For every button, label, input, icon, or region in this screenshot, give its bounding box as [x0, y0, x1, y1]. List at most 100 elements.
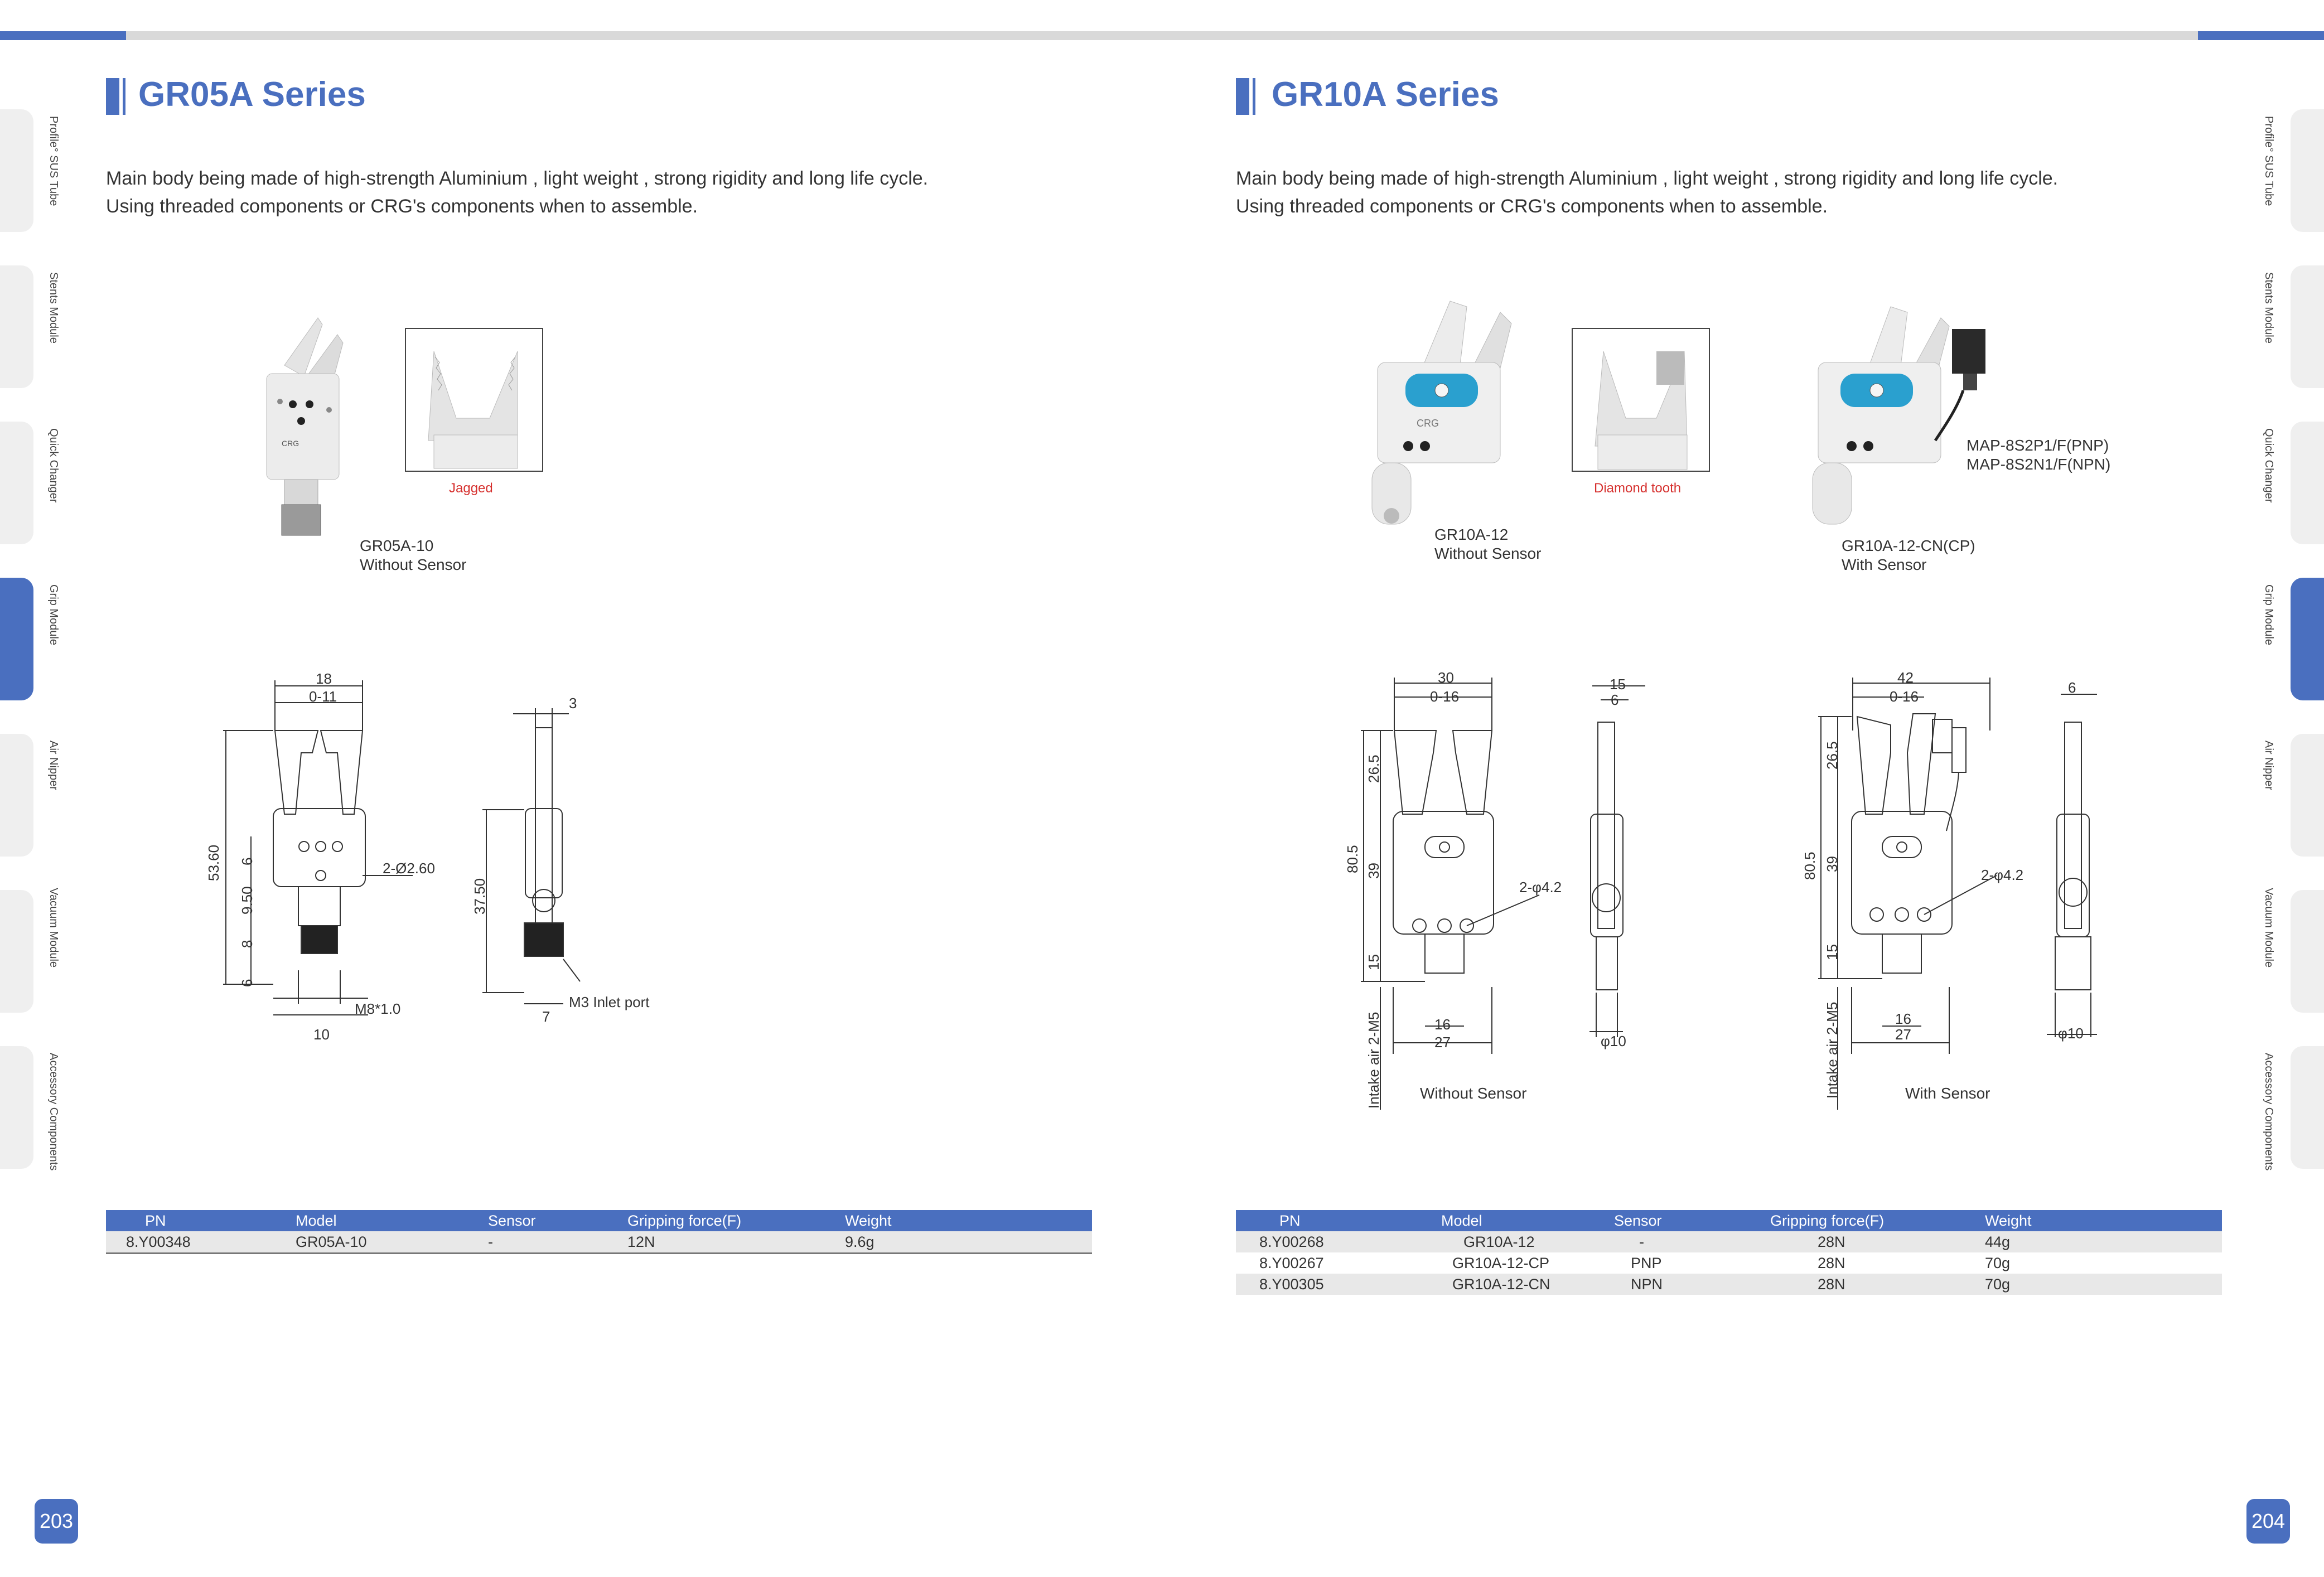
side-tab-vacuum-module[interactable]	[0, 890, 33, 1013]
dim-label: Intake air 2-M5	[1365, 1012, 1382, 1109]
diamond-tooth-inset-photo	[1572, 328, 1710, 472]
svg-text:CRG: CRG	[1417, 418, 1439, 429]
side-tab-sus-tube[interactable]	[2291, 109, 2324, 232]
table-row: 8.Y00305 GR10A-12-CN NPN 28N 70g	[1236, 1274, 2222, 1295]
top-divider	[0, 31, 2324, 40]
sensor-label: MAP-8S2P1/F(PNP)	[1967, 437, 2109, 454]
page-title: GR05A Series	[138, 75, 366, 114]
dim-label: 8	[239, 940, 255, 948]
side-tab-label: Grip Module	[2263, 584, 2275, 645]
dim-label: 39	[1824, 856, 1840, 872]
inset-label: Diamond tooth	[1594, 481, 1682, 496]
dim-label: 30	[1438, 669, 1454, 686]
dim-label: 9.50	[239, 886, 255, 915]
side-tab-quick-changer[interactable]	[2291, 422, 2324, 544]
product-caption: Without Sensor	[360, 556, 467, 573]
dim-label: φ10	[2058, 1025, 2084, 1042]
description-line: Using threaded components or CRG's compo…	[1236, 196, 1828, 217]
table-row: 8.Y00267 GR10A-12-CP PNP 28N 70g	[1236, 1252, 2222, 1274]
product-caption: With Sensor	[1842, 556, 1927, 573]
title-marker	[123, 78, 125, 115]
gr05a-technical-drawing	[223, 680, 581, 1015]
table-row: 8.Y00268 GR10A-12 - 28N 44g	[1236, 1231, 2222, 1252]
dim-label: Intake air 2-M5	[1824, 1002, 1840, 1099]
title-marker	[1253, 78, 1255, 115]
side-tab-label: Vacuum Module	[47, 888, 60, 968]
side-tab-label: Accessory Components	[2263, 1053, 2275, 1171]
drawing-caption: Without Sensor	[1420, 1085, 1527, 1102]
side-tab-stents-module[interactable]	[2291, 265, 2324, 388]
dim-label: 3	[569, 695, 577, 712]
side-tab-label: Vacuum Module	[2263, 888, 2275, 968]
col-header: PN	[1236, 1210, 1441, 1231]
table-cell: 9.6g	[845, 1231, 1092, 1254]
col-header: Weight	[845, 1210, 1092, 1231]
dim-label: 27	[1895, 1026, 1911, 1043]
side-tab-grip-module[interactable]	[0, 578, 33, 700]
dim-label: 2-φ4.2	[1519, 879, 1562, 896]
dim-label: 26.5	[1824, 741, 1840, 770]
gr10a-sensor-product-photo	[1812, 306, 1985, 525]
product-caption: GR10A-12-CN(CP)	[1842, 537, 1975, 554]
table-cell: GR10A-12-CN	[1441, 1274, 1614, 1295]
dim-label: 6	[239, 857, 255, 865]
side-tab-label: Air Nipper	[47, 741, 60, 790]
top-divider-accent-left	[0, 31, 126, 40]
col-header: Model	[296, 1210, 488, 1231]
table-cell: 70g	[1985, 1254, 2011, 1271]
col-header: Model	[1441, 1210, 1614, 1231]
side-tab-quick-changer[interactable]	[0, 422, 33, 544]
description-line: Main body being made of high-strength Al…	[1236, 168, 2059, 189]
description-line: Using threaded components or CRG's compo…	[106, 196, 698, 217]
dim-label: M3 Inlet port	[569, 994, 650, 1010]
col-header: PN	[106, 1210, 296, 1231]
table-cell: GR10A-12-CP	[1452, 1254, 1550, 1271]
jagged-inset-photo	[405, 328, 543, 472]
side-tab-label: Profile° SUS Tube	[47, 116, 60, 206]
sensor-label: MAP-8S2N1/F(NPN)	[1967, 456, 2111, 473]
table-cell: -	[1614, 1231, 1770, 1252]
table-row: 8.Y00348 GR05A-10 - 12N 9.6g	[106, 1231, 1092, 1254]
description-line: Main body being made of high-strength Al…	[106, 168, 929, 189]
side-tab-sus-tube[interactable]	[0, 109, 33, 232]
dim-label: 10	[313, 1026, 330, 1043]
side-tab-accessory-components[interactable]	[0, 1046, 33, 1169]
dim-label: 0-16	[1890, 688, 1919, 705]
dim-label: 15	[1610, 676, 1626, 693]
table-cell: 8.Y00348	[106, 1231, 296, 1254]
dim-label: 39	[1365, 863, 1382, 879]
dim-label: 15	[1365, 954, 1382, 970]
side-tab-label: Quick Changer	[2263, 428, 2275, 503]
dim-label: 26.5	[1365, 754, 1382, 783]
table-cell: 8.Y00268	[1236, 1231, 1441, 1252]
side-tab-vacuum-module[interactable]	[2291, 890, 2324, 1013]
gr10a-sensor-technical-drawing	[1818, 678, 2097, 1110]
dim-label: 27	[1434, 1034, 1451, 1051]
dim-label: M8*1.0	[355, 1000, 401, 1017]
dim-label: 53.60	[205, 844, 222, 881]
spec-table: PN Model Sensor Gripping force(F) Weight…	[106, 1210, 1092, 1254]
product-caption: GR05A-10	[360, 537, 434, 554]
dim-label: 18	[316, 670, 332, 687]
table-cell: 8.Y00267	[1259, 1254, 1324, 1271]
product-caption: Without Sensor	[1434, 545, 1542, 562]
dim-label: 0-16	[1430, 688, 1460, 705]
dim-label: 16	[1895, 1010, 1911, 1027]
table-cell: GR10A-12	[1441, 1231, 1614, 1252]
table-cell: 28N	[1770, 1274, 1985, 1295]
dim-label: 6	[2068, 679, 2076, 696]
dim-label: 2-φ4.2	[1981, 867, 2024, 883]
dim-label: 80.5	[1344, 845, 1361, 873]
col-header: Gripping force(F)	[1770, 1210, 1985, 1231]
side-tab-air-nipper[interactable]	[0, 734, 33, 857]
drawing-caption: With Sensor	[1905, 1085, 1990, 1102]
side-tab-label: Stents Module	[2263, 272, 2275, 344]
title-marker	[106, 78, 119, 115]
side-tab-accessory-components[interactable]	[2291, 1046, 2324, 1169]
dim-label: 0-11	[309, 688, 337, 705]
side-tab-air-nipper[interactable]	[2291, 734, 2324, 857]
side-tab-stents-module[interactable]	[0, 265, 33, 388]
col-header: Sensor	[488, 1210, 627, 1231]
side-tab-grip-module[interactable]	[2291, 578, 2324, 700]
dim-label: 80.5	[1801, 852, 1818, 880]
